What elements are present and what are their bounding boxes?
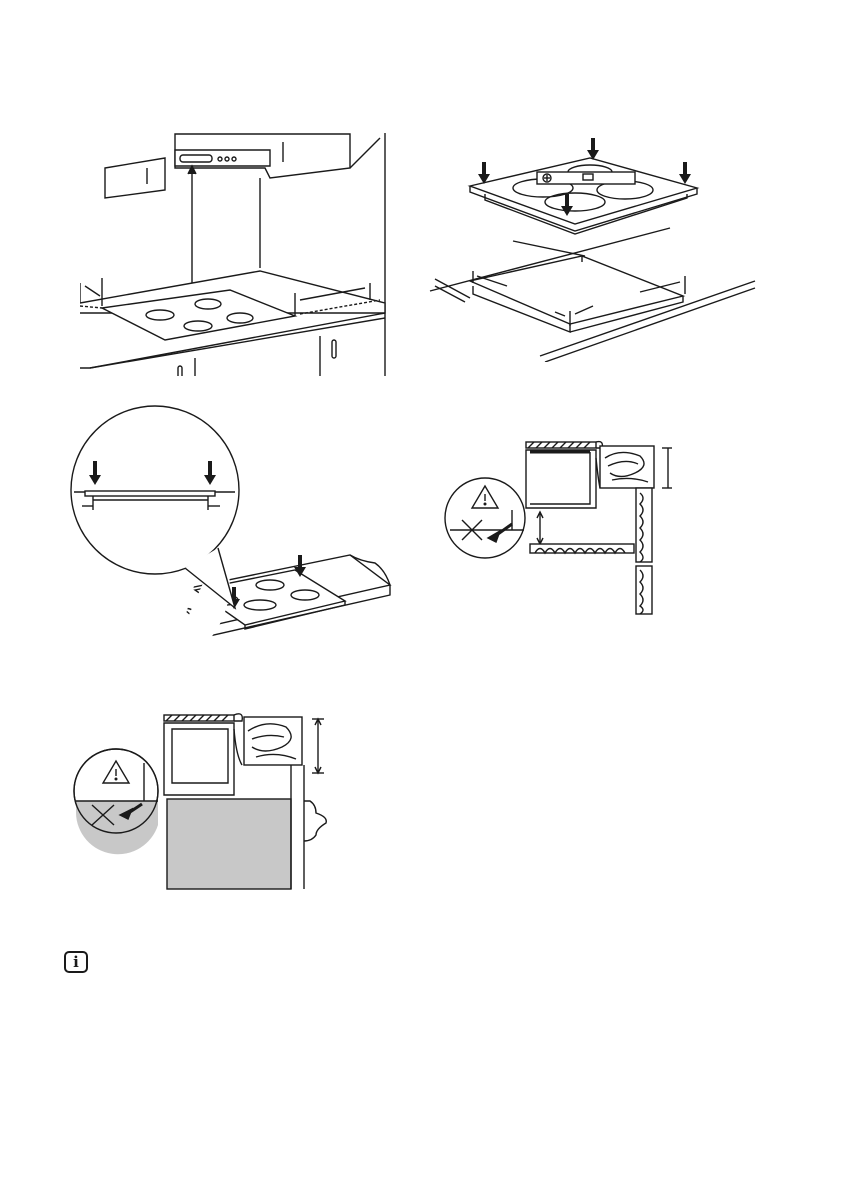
info-icon-glyph: i: [73, 955, 79, 970]
seal-detail-magnifier-diagram: [60, 405, 400, 645]
hob-insertion-into-cutout-diagram: [425, 136, 760, 362]
cooker-hood-clearance-diagram: [80, 128, 392, 376]
info-icon: i: [64, 951, 88, 973]
built-in-cross-section-above-oven-diagram: [72, 705, 334, 897]
built-in-cross-section-with-drawer-diagram: [440, 438, 676, 618]
